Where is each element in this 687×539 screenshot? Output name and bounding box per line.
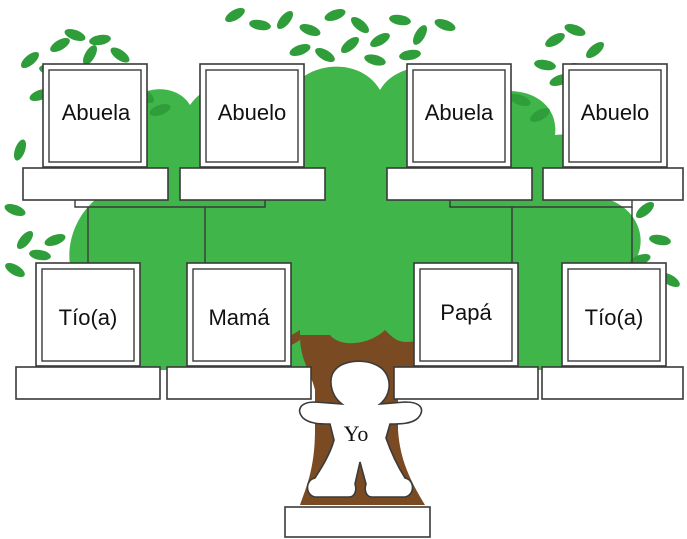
connector-lines (74, 200, 633, 263)
family-member-card: Papá (393, 262, 539, 400)
leaf-icon (315, 48, 335, 62)
card-label: Abuela (62, 100, 131, 125)
self-label: Yo (344, 421, 369, 446)
leaf-icon (545, 33, 565, 48)
leaf-icon (530, 107, 550, 122)
grandparent-card: Abuela (386, 63, 533, 201)
leaf-icon (4, 203, 26, 217)
card-label: Mamá (208, 305, 270, 330)
family-member-card: Tío(a) (541, 262, 684, 400)
leaf-icon (225, 8, 245, 22)
leaf-icon (299, 23, 321, 37)
leaf-icon (324, 8, 346, 22)
leaf-icon (350, 16, 370, 34)
card-label: Abuelo (581, 100, 650, 125)
leaf-icon (5, 263, 25, 277)
leaf-icon (389, 14, 411, 26)
card-label: Papá (440, 300, 492, 325)
grandparent-card: Abuelo (542, 63, 684, 201)
grandparent-card: Abuelo (179, 63, 326, 201)
leaf-icon (110, 47, 130, 63)
leaf-icon (89, 34, 111, 46)
leaf-icon (276, 10, 294, 30)
leaf-icon (509, 93, 531, 107)
leaf-icon (534, 59, 556, 71)
family-member-card: Tío(a) (15, 262, 161, 400)
leaf-icon (20, 51, 40, 69)
leaf-icon (29, 249, 51, 261)
leaf-icon (434, 18, 456, 32)
leaf-icon (635, 201, 655, 219)
person-figure-icon: Yo (298, 360, 423, 498)
family-member-card: Mamá (166, 262, 312, 400)
card-label: Abuela (425, 100, 494, 125)
leaf-icon (564, 23, 586, 37)
leaf-icon (16, 230, 34, 250)
grandparent-card: Abuela (22, 63, 169, 201)
leaf-icon (149, 103, 171, 117)
leaf-icon (50, 38, 70, 52)
leaf-icon (13, 139, 27, 161)
leaf-icon (289, 43, 311, 57)
card-label: Tío(a) (585, 305, 644, 330)
leaf-icon (83, 45, 97, 65)
self-name-box (284, 506, 431, 538)
leaf-icon (340, 36, 360, 54)
leaf-icon (64, 28, 86, 42)
leaf-icon (249, 19, 271, 31)
leaf-icon (44, 233, 66, 247)
leaf-icon (585, 41, 605, 59)
card-label: Tío(a) (59, 305, 118, 330)
leaf-icon (649, 234, 671, 246)
card-label: Abuelo (218, 100, 287, 125)
leaf-icon (399, 49, 421, 61)
leaf-icon (370, 33, 390, 47)
leaf-icon (413, 25, 427, 45)
leaf-icon (364, 54, 386, 66)
